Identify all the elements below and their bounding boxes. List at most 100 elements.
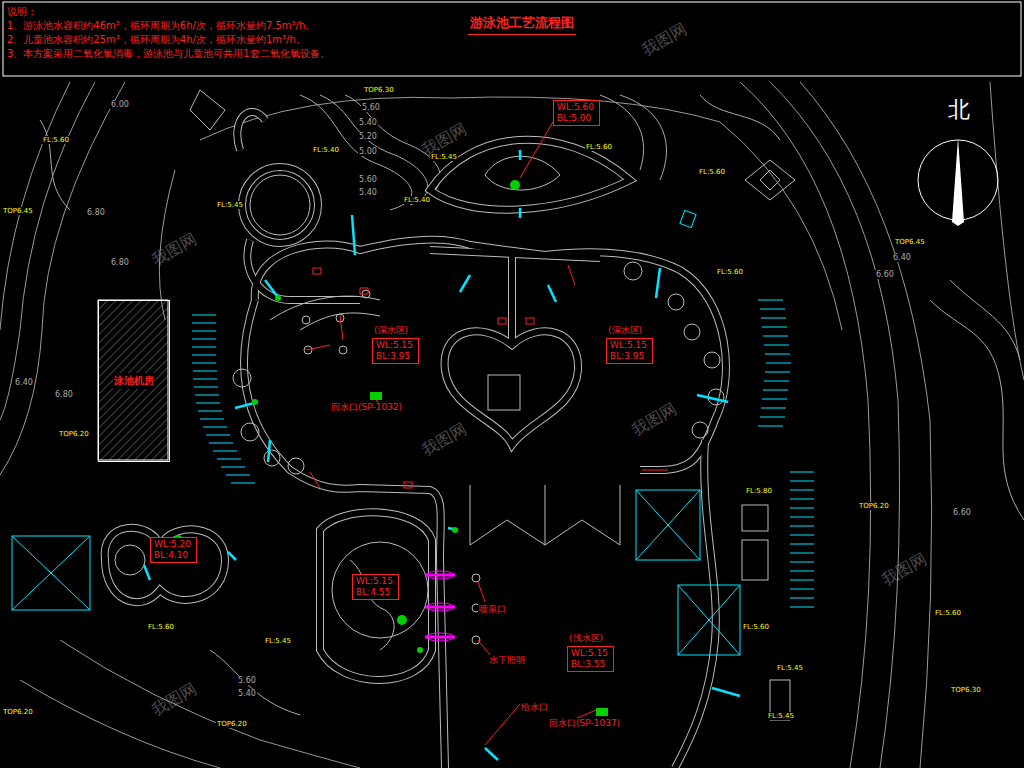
drawing-stroke (684, 324, 700, 340)
water-level-box: (浅水区)WL:5.15BL:3.55 (567, 646, 614, 672)
watermark: 我图网 (878, 549, 932, 592)
drawing-stroke (339, 346, 347, 354)
drawing-stroke (12, 536, 90, 610)
elevation-tag: TOP6.20 (216, 720, 248, 728)
drawing-stroke (332, 542, 428, 638)
level-text: WL:5.15 (610, 340, 649, 351)
north-arrow (918, 138, 998, 226)
drawing-stroke (488, 375, 520, 410)
drawing-stroke (452, 527, 458, 533)
elevation-tag: FL:5.45 (776, 664, 804, 672)
drawing-stroke (950, 280, 1020, 360)
drawing-stroke (60, 640, 360, 768)
drawing-stroke (472, 574, 480, 582)
drawing-stroke (624, 262, 642, 280)
drawing-stroke (426, 603, 454, 611)
contour-value: 5.40 (358, 118, 378, 127)
drawing-stroke (40, 120, 70, 210)
drawing-stroke (242, 167, 318, 243)
magenta-fittings (425, 571, 455, 641)
contour-value: 5.20 (358, 132, 378, 141)
drawing-stroke (704, 352, 720, 368)
drawing-stroke (397, 615, 407, 625)
level-text: BL:3.95 (376, 351, 415, 362)
elevation-tag: FL:5.45 (216, 201, 244, 209)
water-level-box: WL:5.15BL:4.55 (352, 574, 399, 600)
fitting-label: 水下照明 (488, 655, 526, 666)
elevation-tag: TOP6.30 (950, 686, 982, 694)
drawing-stroke (306, 315, 343, 350)
drawing-stroke (372, 110, 596, 745)
elevation-tag: FL:5.60 (716, 268, 744, 276)
drawing-stroke (430, 140, 630, 210)
zone-heading: (浅水区) (568, 633, 604, 644)
drawing-stroke (930, 300, 1024, 520)
watermark: 我图网 (418, 419, 472, 462)
elevation-tag: TOP6.20 (58, 430, 90, 438)
drawing-stroke (510, 180, 520, 190)
drawing-stroke (0, 82, 95, 420)
drawing-stroke (105, 112, 726, 768)
level-text: WL:5.15 (571, 648, 610, 659)
drawing-stroke (508, 255, 516, 345)
drawing-stroke (370, 392, 382, 400)
contour-value: 5.40 (237, 689, 257, 698)
level-text: WL:5.20 (154, 539, 193, 550)
drawing-stroke (668, 294, 684, 310)
drawing-stroke (320, 512, 432, 680)
drawing-stroke (470, 485, 620, 545)
level-text: WL:5.15 (356, 576, 395, 587)
drawing-stroke (192, 315, 255, 483)
drawing-stroke (233, 369, 251, 387)
drawing-stroke (990, 82, 1024, 380)
machine-room: 泳池机房 (98, 300, 170, 462)
drawing-stroke (144, 150, 740, 768)
drawing-stroke (790, 472, 814, 607)
cyan-outlets (144, 150, 740, 768)
drawing-stroke (250, 175, 310, 235)
red-marks (306, 110, 668, 745)
contour-value: 5.60 (361, 103, 381, 112)
elevation-tag: FL:5.40 (312, 146, 340, 154)
room-hatch (98, 300, 168, 460)
zone-heading: (深水区) (373, 325, 409, 336)
note-text: 2、儿童池水容积约25m³，循环周期为4h/次，循环水量约1m³/h。 (6, 34, 307, 46)
drawing-stroke (210, 650, 300, 715)
drawing-stroke (742, 540, 768, 580)
contour-value: 5.40 (358, 188, 378, 197)
drawing-stroke (105, 112, 726, 768)
contour-value: 6.60 (952, 508, 972, 517)
level-text: BL:4.10 (154, 550, 193, 561)
title-text: 游泳池工艺流程图 (468, 14, 576, 35)
elevation-tag: FL:5.45 (264, 637, 292, 645)
drawing-stroke (426, 633, 454, 641)
elevation-tag: FL:5.45 (767, 712, 795, 720)
drawing-stroke (237, 112, 360, 300)
elevation-tag: TOP6.45 (2, 207, 34, 215)
drawing-stroke (952, 138, 964, 226)
drawing-stroke (678, 585, 740, 655)
header-frame (3, 2, 1021, 76)
watermark: 我图网 (628, 399, 682, 442)
elevation-tag: TOP6.20 (858, 502, 890, 510)
drawing-stroke (498, 318, 506, 324)
watermark: 我图网 (148, 679, 202, 722)
level-text: WL:5.60 (557, 102, 596, 113)
outer-rings (0, 82, 1024, 768)
drawing-stroke (242, 167, 318, 243)
drawing-stroke (270, 296, 380, 330)
water-level-box: WL:5.60BL:5.00 (553, 100, 600, 126)
drawing-stroke (745, 160, 795, 200)
elevation-tag: FL:5.60 (42, 136, 70, 144)
elevation-tag: FL:5.60 (742, 623, 770, 631)
drawing-stroke (509, 255, 515, 345)
contour-value: 6.60 (875, 270, 895, 279)
contour-value: 5.60 (237, 676, 257, 685)
drawing-stroke (252, 399, 258, 405)
contour-value: 6.00 (110, 100, 130, 109)
level-text: WL:5.15 (376, 340, 415, 351)
fitting-label: 给水口 (520, 702, 549, 713)
watermark: 我图网 (638, 19, 692, 62)
drawing-stroke (472, 636, 480, 644)
drawing-stroke (255, 240, 726, 470)
